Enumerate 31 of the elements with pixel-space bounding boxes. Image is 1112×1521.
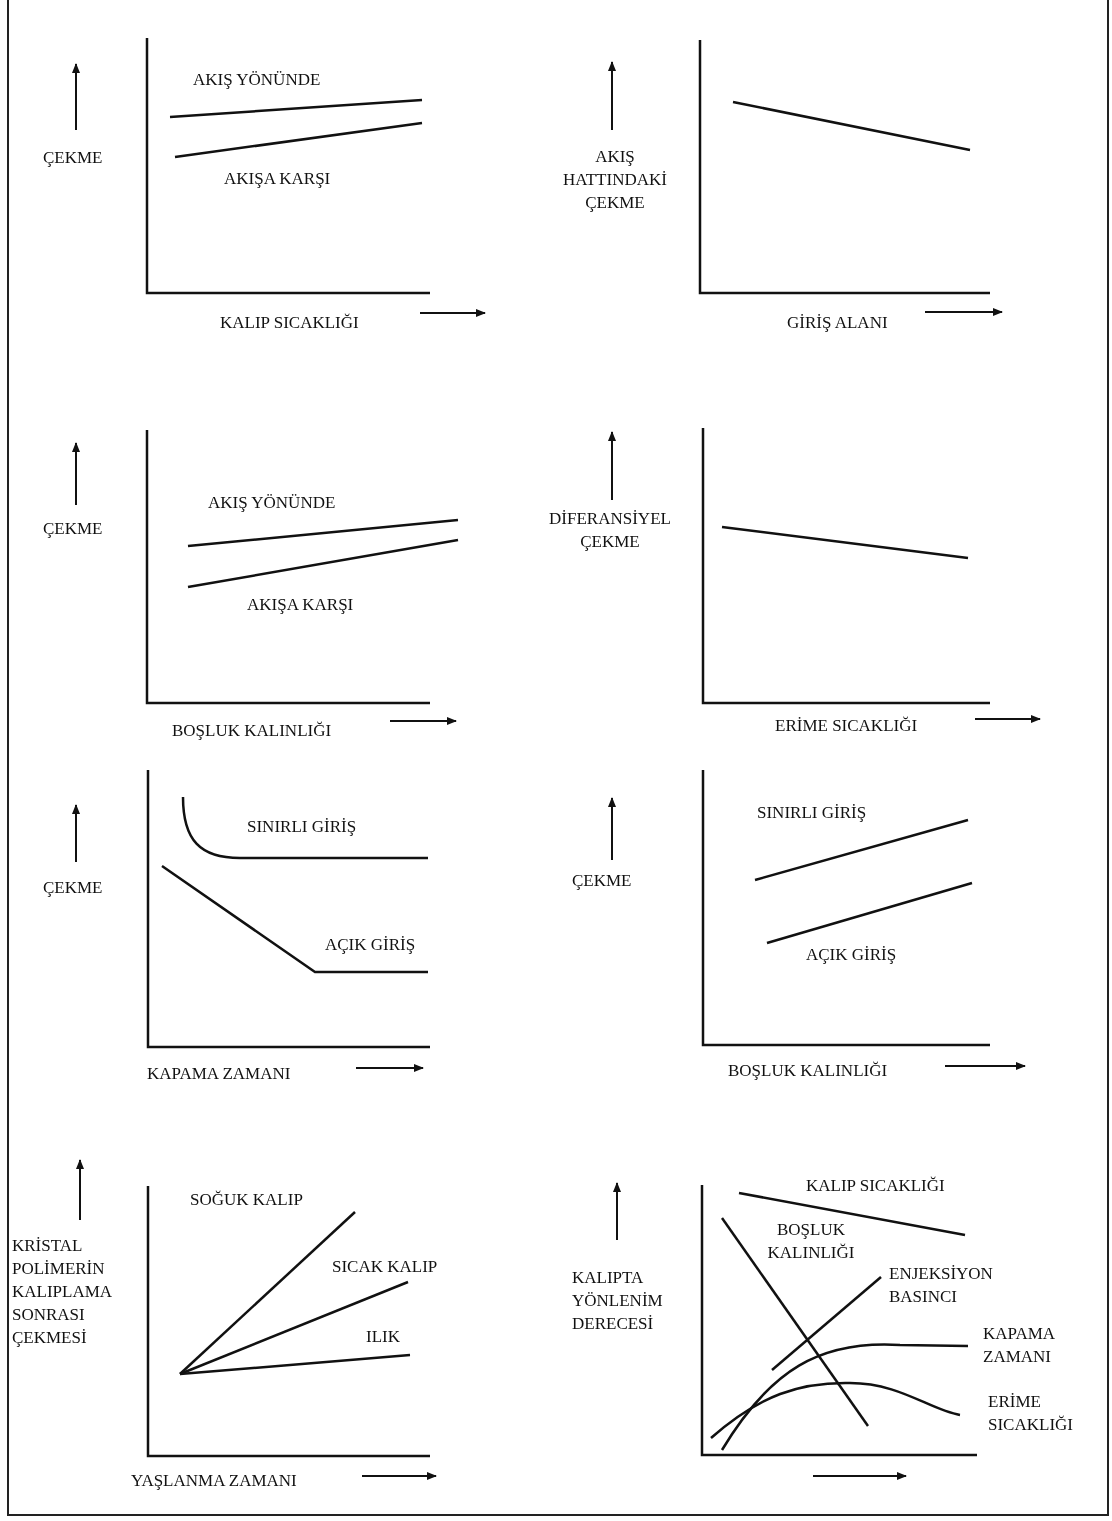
axis-title: GİRİŞ ALANI — [787, 312, 888, 334]
axis-title: ÇEKME — [43, 147, 103, 169]
curve-label: SINIRLI GİRİŞ — [247, 816, 357, 838]
curve-label: AKIŞA KARŞI — [224, 168, 331, 190]
axis-title: BOŞLUK KALINLIĞI — [172, 720, 332, 742]
curve-label: AÇIK GİRİŞ — [325, 934, 416, 956]
curve-label: AÇIK GİRİŞ — [806, 944, 897, 966]
curve-label: AKIŞ YÖNÜNDE — [208, 492, 336, 514]
curve-label: SICAK KALIP — [332, 1256, 438, 1278]
axis-title: YAŞLANMA ZAMANI — [131, 1470, 297, 1492]
axis-title: AKIŞ HATTINDAKİ ÇEKME — [562, 146, 668, 214]
curve-label: AKIŞ YÖNÜNDE — [193, 69, 321, 91]
axis-title: DİFERANSİYEL ÇEKME — [548, 508, 672, 553]
axis-title: ERİME SICAKLIĞI — [775, 715, 918, 737]
curve-label: KALIP SICAKLIĞI — [806, 1175, 945, 1197]
curve-label: SINIRLI GİRİŞ — [757, 802, 867, 824]
curve-label: ENJEKSİYON BASINCI — [889, 1263, 994, 1308]
axis-title: KRİSTAL POLİMERİN KALIPLAMA SONRASI ÇEKMESİ — [12, 1235, 113, 1349]
curve-label: KAPAMA ZAMANI — [983, 1323, 1056, 1368]
axis-title: KALIP SICAKLIĞI — [220, 312, 359, 334]
axis-title: KAPAMA ZAMANI — [147, 1063, 291, 1085]
axis-title: ÇEKME — [43, 518, 103, 540]
axis-title: ÇEKME — [572, 870, 632, 892]
curve-label: BOŞLUK KALINLIĞI — [766, 1219, 856, 1264]
curve-label: AKIŞA KARŞI — [247, 594, 354, 616]
axis-title: ÇEKME — [43, 877, 103, 899]
axis-title: BOŞLUK KALINLIĞI — [728, 1060, 888, 1082]
curve-label: SOĞUK KALIP — [190, 1189, 303, 1211]
curve-label: ILIK — [366, 1326, 400, 1348]
curve-label: ERİME SICAKLIĞI — [988, 1391, 1074, 1436]
axis-title: KALIPTA YÖNLENİM DERECESİ — [572, 1267, 664, 1335]
